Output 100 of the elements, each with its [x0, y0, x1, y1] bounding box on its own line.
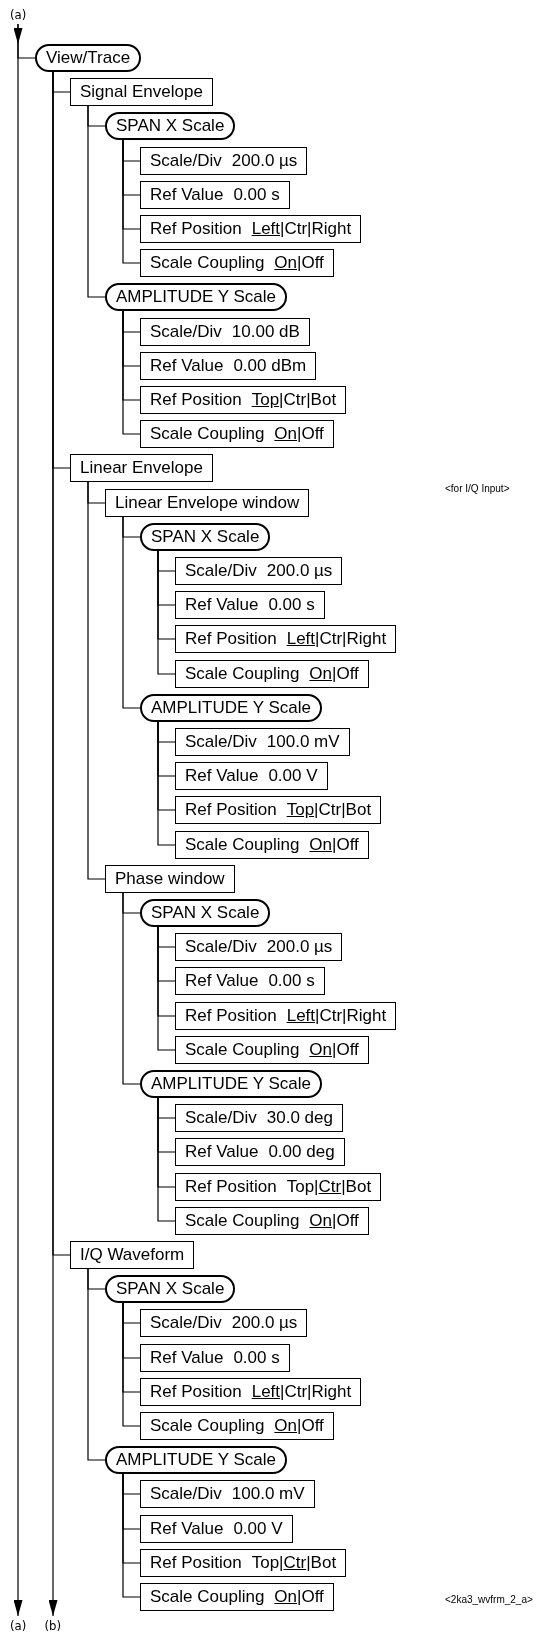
setting-name: Ref Value [185, 595, 259, 615]
setting-name: Ref Position [185, 629, 277, 649]
setting-value: 200.0 µs [266, 561, 333, 580]
setting-value: Left|Ctr|Right [251, 1381, 352, 1401]
setting-name: Scale Coupling [185, 663, 300, 683]
setting-value: On|Off [309, 1039, 359, 1059]
tree-connector [87, 1268, 106, 1461]
setting-name: Scale/Div [150, 321, 222, 341]
setting-name: Ref Value [185, 766, 259, 786]
softkey-box [175, 1138, 345, 1167]
softkey-box: I/Q Waveform [70, 1241, 195, 1269]
tree-connector [157, 550, 176, 675]
setting-value: Top|Ctr|Bot [286, 800, 372, 820]
setting-value: Top|Ctr|Bot [251, 390, 337, 409]
softkey-box [175, 591, 325, 620]
setting-name: Ref Value [150, 355, 224, 375]
softkey-box [140, 386, 347, 414]
setting-value: 10.00 dB [231, 321, 300, 341]
setting-value: 200.0 µs [231, 150, 298, 170]
softkey-box [175, 625, 397, 654]
setting-value: Left|Ctr|Right [286, 629, 387, 649]
softkey-box [140, 317, 310, 346]
setting-value: On|Off [274, 424, 324, 444]
tree-connector [52, 71, 71, 1256]
softkey-box [140, 1480, 315, 1509]
setting-name: Ref Position [185, 800, 277, 820]
softkey-box [140, 1583, 334, 1611]
setting-name: Scale Coupling [185, 1210, 300, 1230]
softkey-box: Signal Envelope [70, 78, 213, 107]
tree-connector [122, 1473, 141, 1598]
setting-name: Ref Value [150, 184, 224, 204]
setting-name: Scale Coupling [185, 834, 300, 854]
softkey-box [175, 1206, 369, 1235]
softkey-box [175, 830, 369, 859]
softkey-box [175, 796, 382, 825]
setting-value: 30.0 deg [266, 1108, 333, 1128]
softkey-box [140, 215, 362, 243]
setting-value: 200.0 µs [266, 937, 333, 957]
setting-name: Scale/Div [150, 1313, 222, 1333]
setting-name: Scale/Div [185, 1108, 257, 1128]
menu-key-pill: AMPLITUDE Y Scale [140, 693, 322, 722]
setting-value: 0.00 V [268, 766, 318, 786]
setting-value: 0.00 s [233, 184, 280, 204]
softkey-box [175, 762, 328, 791]
softkey-box [175, 933, 343, 962]
connector-label: (a) [10, 1617, 27, 1635]
setting-name: Ref Position [185, 1176, 277, 1196]
setting-value: On|Off [309, 663, 359, 683]
setting-name: Ref Value [185, 971, 259, 991]
setting-name: Ref Position [150, 390, 242, 409]
softkey-box [140, 1514, 293, 1543]
tree-connector [87, 481, 106, 880]
softkey-box [140, 249, 334, 278]
menu-key-pill: AMPLITUDE Y Scale [105, 283, 287, 312]
softkey-box: Linear Envelope window [105, 488, 310, 517]
softkey-box [175, 1035, 369, 1064]
menu-key-pill: SPAN X Scale [140, 899, 271, 927]
menu-key-pill: AMPLITUDE Y Scale [140, 1070, 322, 1098]
tree-connector [122, 139, 141, 264]
setting-value: 0.00 s [233, 1347, 280, 1367]
setting-value: On|Off [274, 1587, 324, 1606]
setting-value: 200.0 µs [231, 1313, 298, 1333]
softkey-box [140, 420, 334, 449]
tree-connector [122, 892, 141, 1085]
softkey-box [140, 180, 290, 209]
softkey-box [175, 728, 350, 756]
tree-connector [122, 310, 141, 435]
setting-name: Ref Position [150, 219, 242, 238]
menu-key-pill: View/Trace [35, 44, 142, 72]
setting-value: 0.00 s [268, 595, 315, 615]
arrow [13, 23, 23, 1617]
softkey-box [140, 351, 317, 380]
setting-value: 100.0 mV [231, 1484, 305, 1504]
setting-value: 0.00 V [233, 1518, 283, 1538]
connector-label: (a) [10, 6, 27, 24]
setting-value: Left|Ctr|Right [286, 1005, 387, 1025]
setting-name: Scale Coupling [150, 424, 265, 444]
menu-key-pill: SPAN X Scale [105, 1275, 236, 1304]
softkey-box [175, 967, 325, 996]
softkey-box [175, 1104, 343, 1133]
setting-name: Scale Coupling [185, 1039, 300, 1059]
setting-name: Scale/Div [150, 1484, 222, 1504]
setting-value: 100.0 mV [266, 732, 340, 751]
softkey-box [175, 1001, 397, 1030]
setting-value: On|Off [309, 834, 359, 854]
softkey-box [140, 1377, 362, 1406]
setting-name: Scale Coupling [150, 1416, 265, 1435]
setting-value: 0.00 deg [268, 1142, 335, 1162]
setting-value: Top|Ctr|Bot [286, 1176, 372, 1196]
note-text: <for I/Q Input> [445, 483, 510, 494]
tree-connector [157, 926, 176, 1051]
tree-connector [122, 516, 141, 709]
setting-value: Left|Ctr|Right [251, 219, 352, 238]
softkey-box [140, 1309, 308, 1338]
setting-name: Ref Position [150, 1381, 242, 1401]
tree-connector [87, 105, 106, 298]
tree-connector [122, 1302, 141, 1427]
setting-name: Scale Coupling [150, 253, 265, 273]
softkey-box [140, 1343, 290, 1372]
setting-name: Scale Coupling [150, 1587, 265, 1606]
